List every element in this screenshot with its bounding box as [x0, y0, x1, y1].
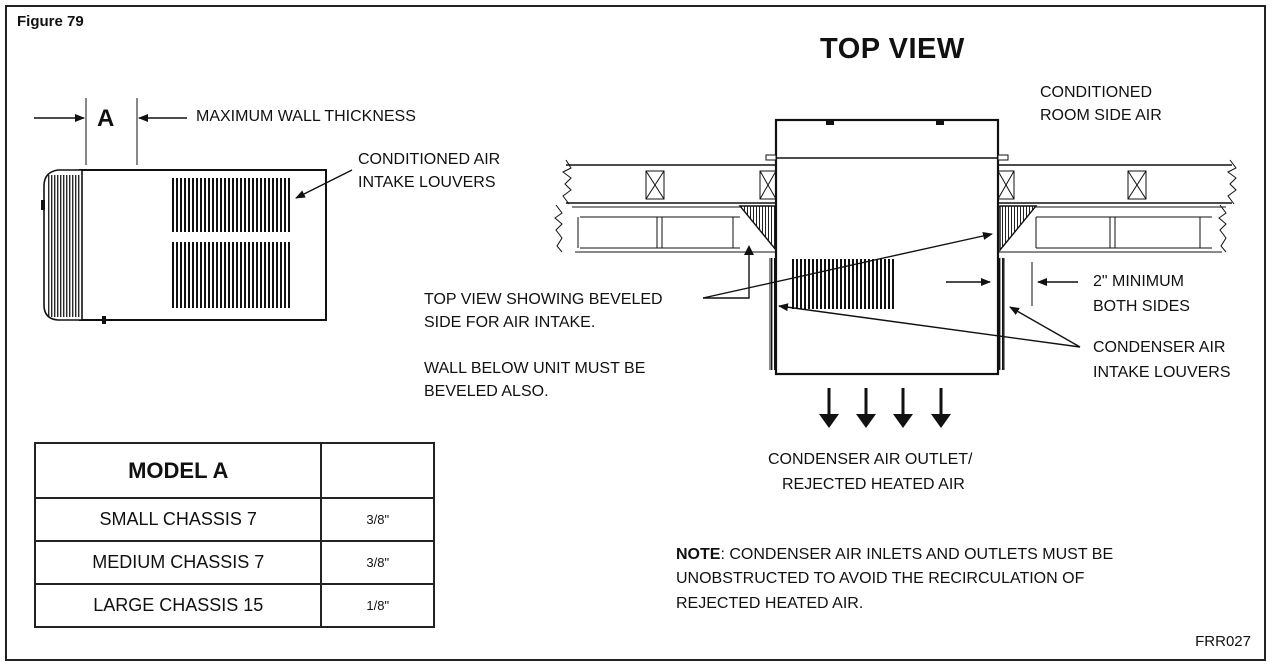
top-view-assembly — [554, 118, 1237, 376]
figure-frame — [5, 5, 1266, 661]
table-row: SMALL CHASSIS 7 3/8" — [33, 497, 435, 542]
table-row: MEDIUM CHASSIS 7 3/8" — [33, 540, 435, 585]
outlet-arrows — [819, 388, 951, 428]
diagram-title: TOP VIEW — [820, 33, 965, 65]
model-cell: LARGE CHASSIS 15 — [33, 583, 323, 628]
two-inch-label-2: BOTH SIDES — [1093, 298, 1190, 315]
condenser-intake-label-1: CONDENSER AIR — [1093, 339, 1226, 356]
conditioned-room-label-2: ROOM SIDE AIR — [1040, 107, 1162, 124]
condenser-outlet-label-2: REJECTED HEATED AIR — [782, 476, 965, 493]
side-view-unit — [34, 98, 353, 324]
conditioned-air-label-2: INTAKE LOUVERS — [358, 174, 496, 191]
figure-code: FRR027 — [1195, 632, 1251, 650]
value-cell: 3/8" — [320, 540, 435, 585]
condenser-louver-right — [998, 258, 1004, 370]
top-view-unit-body — [774, 118, 1000, 376]
note-body: : CONDENSER AIR INLETS AND OUTLETS MUST … — [676, 546, 1114, 612]
max-wall-label: MAXIMUM WALL THICKNESS — [196, 108, 416, 125]
conditioned-room-label-1: CONDITIONED — [1040, 84, 1152, 101]
top-view-beveled-label-2: SIDE FOR AIR INTAKE. — [424, 314, 596, 331]
side-unit-louver-lower — [170, 242, 292, 308]
conditioned-air-label-1: CONDITIONED AIR — [358, 151, 501, 168]
table-row: LARGE CHASSIS 15 1/8" — [33, 583, 435, 628]
condenser-outlet-label-1: CONDENSER AIR OUTLET/ — [768, 451, 973, 468]
note-text: NOTE: CONDENSER AIR INLETS AND OUTLETS M… — [676, 543, 1146, 616]
condenser-louver-left — [770, 258, 776, 370]
model-table-header-value — [320, 442, 435, 499]
top-view-beveled-label-1: TOP VIEW SHOWING BEVELED — [424, 291, 663, 308]
value-cell: 1/8" — [320, 583, 435, 628]
figure-label: Figure 79 — [17, 13, 84, 30]
value-cell: 3/8" — [320, 497, 435, 542]
model-table: MODEL A SMALL CHASSIS 7 3/8" MEDIUM CHAS… — [33, 442, 435, 628]
side-unit-louver-upper — [170, 178, 292, 232]
leader-lines — [702, 232, 1081, 428]
conditioned-air-pointer — [295, 169, 353, 199]
wall-below-label-2: BEVELED ALSO. — [424, 383, 549, 400]
condenser-intake-label-2: INTAKE LOUVERS — [1093, 364, 1231, 381]
wall-below-label-1: WALL BELOW UNIT MUST BE — [424, 360, 646, 377]
model-table-header-row: MODEL A — [33, 442, 435, 499]
model-table-header: MODEL A — [33, 442, 323, 499]
model-cell: MEDIUM CHASSIS 7 — [33, 540, 323, 585]
two-inch-label-1: 2" MINIMUM — [1093, 273, 1185, 290]
model-cell: SMALL CHASSIS 7 — [33, 497, 323, 542]
note-label: NOTE — [676, 546, 721, 563]
dimension-letter: A — [97, 105, 115, 132]
